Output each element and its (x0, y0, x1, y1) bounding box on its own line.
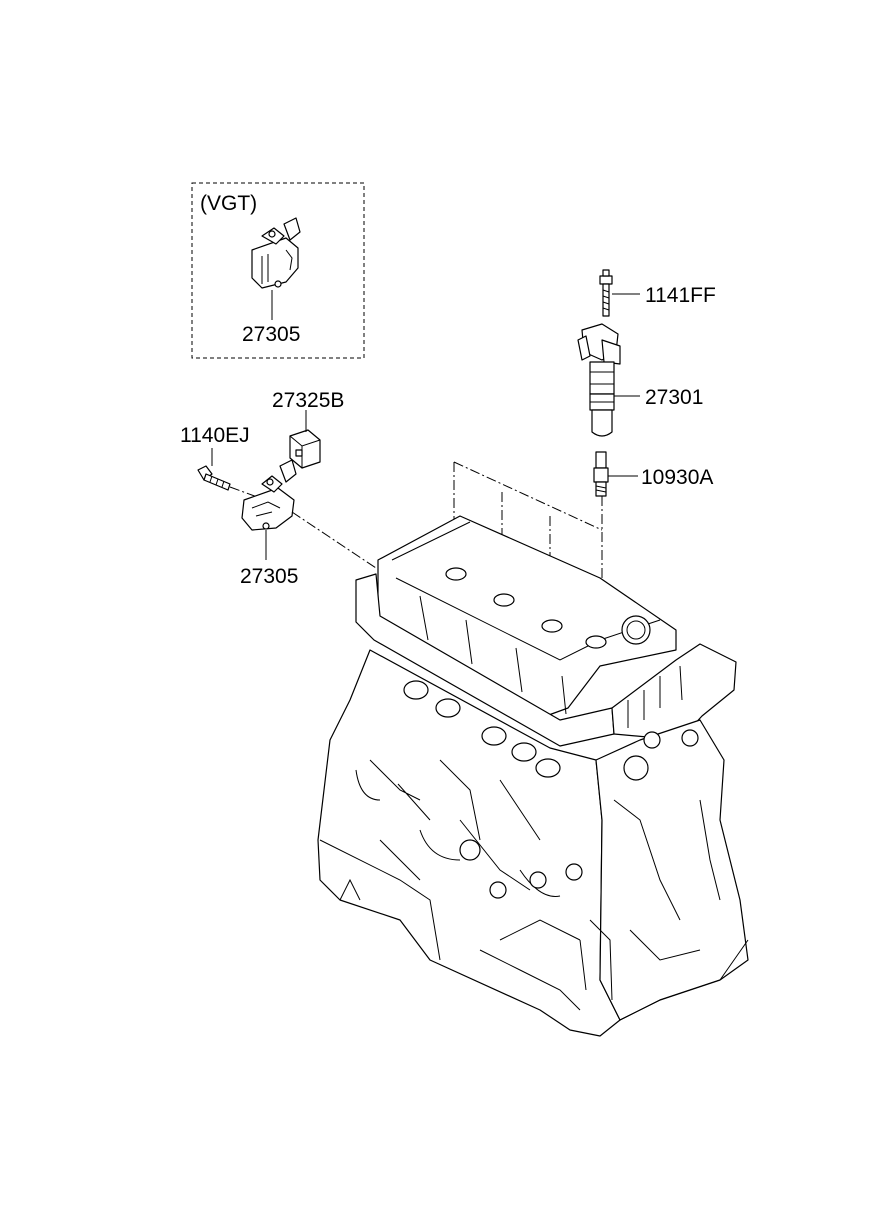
vgt-sensor-part[interactable] (251, 217, 301, 289)
coil-bolt-label[interactable]: 1141FF (645, 284, 716, 307)
sensor-bolt-label[interactable]: 1140EJ (180, 424, 250, 447)
ignition-coil-part[interactable] (577, 323, 621, 437)
coil-bolt-part[interactable] (599, 269, 613, 317)
spark-plug-label[interactable]: 10930A (641, 466, 713, 489)
vgt-inset-border (191, 182, 365, 359)
engine-block-side (595, 719, 749, 1021)
ignition-coil-label[interactable]: 27301 (645, 386, 703, 409)
vgt-note-label[interactable]: (VGT) (200, 192, 257, 215)
sensor-label[interactable]: 27305 (240, 565, 298, 588)
spark-plug-part[interactable] (593, 451, 609, 497)
vgt-sensor-label[interactable]: 27305 (242, 323, 300, 346)
connector-part[interactable] (289, 429, 321, 469)
connector-label[interactable]: 27325B (272, 389, 344, 412)
sensor-axis (291, 511, 383, 573)
sensor-bolt-part[interactable] (197, 465, 231, 491)
oil-filler-cap (621, 615, 651, 645)
sensor-part[interactable] (241, 459, 297, 531)
engine-assembly (317, 515, 749, 1037)
vgt-inset: (VGT) 27305 (191, 182, 365, 359)
